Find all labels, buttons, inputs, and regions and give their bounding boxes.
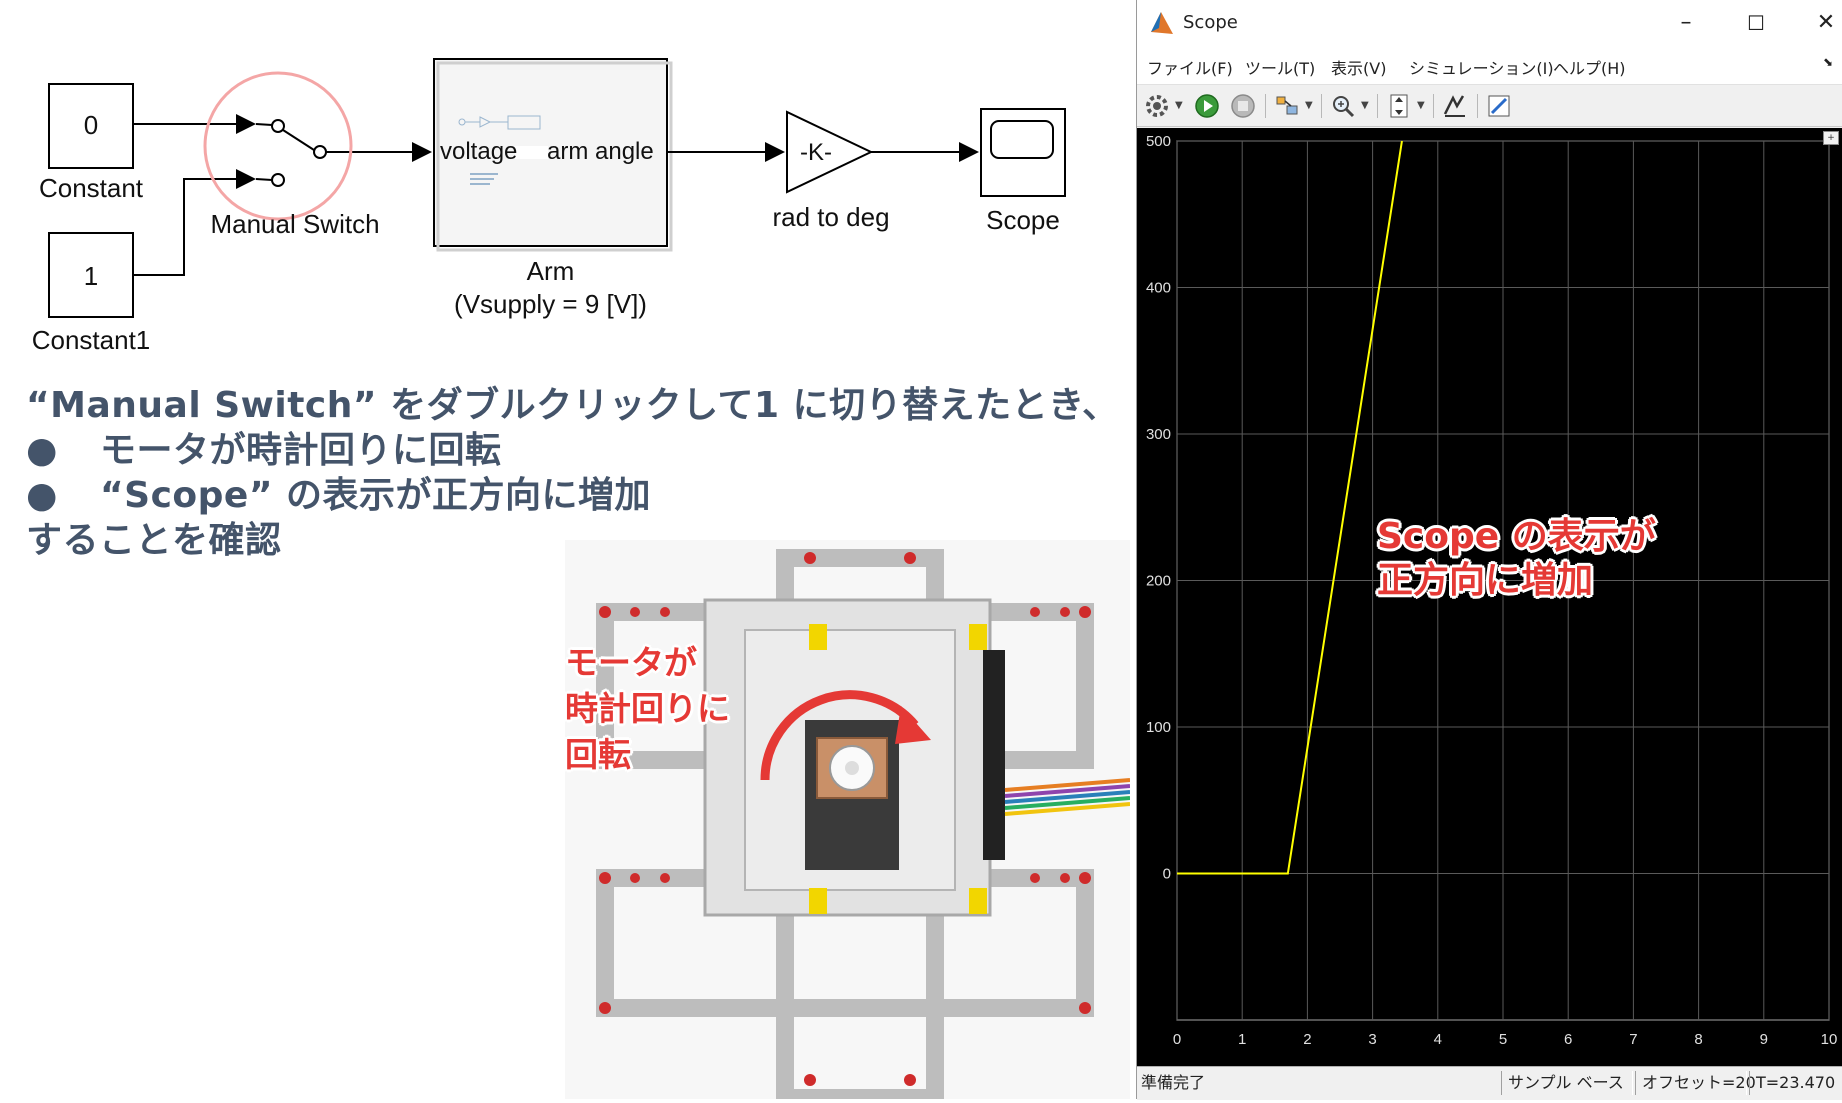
arm-sublabel: (Vsupply = 9 [V]) xyxy=(454,289,647,319)
arm-out-port: arm angle xyxy=(547,138,654,165)
expand-axes-button[interactable]: + xyxy=(1823,131,1839,145)
arm-subsystem-block[interactable] xyxy=(433,58,668,247)
instruction-bullet-1: ● モータが時計回りに回転 xyxy=(26,421,502,473)
zoom-icon[interactable] xyxy=(1329,92,1357,120)
instruction-bullet-2: ● “Scope” の表示が正方向に増加 xyxy=(26,466,651,518)
constant-label: Constant xyxy=(38,173,144,203)
x-tick-label: 2 xyxy=(1303,1031,1311,1048)
instruction-line-1: “Manual Switch” をダブルクリックして1 に切り替えたとき、 xyxy=(26,385,1119,426)
bullet-text: “Scope” の表示が正方向に増加 xyxy=(100,475,652,516)
switch-highlight-circle xyxy=(203,71,353,221)
gain-block[interactable] xyxy=(786,110,874,194)
menu-bar: ファイル(F) ツール(T) 表示(V) シミュレーション(I) ヘルプ(H) … xyxy=(1137,46,1842,85)
highlight-icon[interactable] xyxy=(1441,92,1469,120)
toolbar: ▼ ▼ ▼ ▼ xyxy=(1137,86,1842,127)
run-icon[interactable] xyxy=(1193,92,1221,120)
scope-annotation-line-2: 正方向に増加 xyxy=(1377,560,1594,601)
scale-icon[interactable] xyxy=(1385,92,1413,120)
diagram-canvas xyxy=(48,58,1066,318)
bullet-icon: ● xyxy=(26,430,58,471)
scope-label: Scope xyxy=(986,205,1060,235)
menu-tools[interactable]: ツール(T) xyxy=(1245,59,1316,78)
photo-caption-line-2: 時計回りに xyxy=(565,689,730,728)
status-time: T=23.470 xyxy=(1749,1071,1842,1095)
scope-annotation-line-1: Scope の表示が xyxy=(1377,516,1656,557)
y-tick-label: 100 xyxy=(1146,719,1171,736)
gain-label: rad to deg xyxy=(772,202,890,232)
status-offset: オフセット=20 xyxy=(1635,1071,1756,1095)
robot-photo-illustration xyxy=(565,540,1131,1103)
status-sample-base: サンプル ベース xyxy=(1501,1071,1633,1095)
zoom-dropdown-icon[interactable]: ▼ xyxy=(1361,100,1369,111)
scope-window: Scope – ☐ ✕ ファイル(F) ツール(T) 表示(V) シミュレーショ… xyxy=(1136,0,1842,1100)
robot-photo: モータが 時計回りに 回転 xyxy=(565,540,1131,1103)
signal-icon[interactable] xyxy=(1273,92,1301,120)
scope-icon xyxy=(990,120,1054,159)
status-bar: 準備完了 サンプル ベース オフセット=20 T=23.470 xyxy=(1137,1066,1842,1100)
menu-help[interactable]: ヘルプ(H) xyxy=(1553,59,1626,78)
x-tick-label: 4 xyxy=(1434,1031,1442,1048)
constant1-value: 1 xyxy=(83,261,99,291)
x-tick-label: 0 xyxy=(1173,1031,1181,1048)
scale-dropdown-icon[interactable]: ▼ xyxy=(1417,100,1425,111)
photo-caption-line-1: モータが xyxy=(565,643,697,682)
gear-icon[interactable] xyxy=(1143,92,1171,120)
x-tick-label: 5 xyxy=(1499,1031,1507,1048)
x-tick-label: 8 xyxy=(1694,1031,1702,1048)
minimize-button[interactable]: – xyxy=(1680,10,1692,35)
bullet-icon: ● xyxy=(26,475,58,516)
x-tick-label: 6 xyxy=(1564,1031,1572,1048)
photo-caption-line-3: 回転 xyxy=(565,735,631,774)
matlab-logo-icon xyxy=(1151,12,1173,34)
clockwise-arrow-icon xyxy=(760,690,919,781)
window-title: Scope xyxy=(1183,12,1238,33)
stop-icon[interactable] xyxy=(1229,92,1257,120)
gear-dropdown-icon[interactable]: ▼ xyxy=(1175,100,1183,111)
x-tick-label: 7 xyxy=(1629,1031,1637,1048)
constant1-block[interactable] xyxy=(48,232,134,318)
menu-simulation[interactable]: シミュレーション(I) xyxy=(1409,59,1554,78)
instruction-line-4: することを確認 xyxy=(26,520,282,561)
menu-file[interactable]: ファイル(F) xyxy=(1147,59,1233,78)
menu-view[interactable]: 表示(V) xyxy=(1331,59,1387,78)
x-tick-label: 1 xyxy=(1238,1031,1246,1048)
constant-block[interactable] xyxy=(48,83,134,169)
edit-icon[interactable] xyxy=(1485,92,1513,120)
y-tick-label: 500 xyxy=(1146,133,1171,150)
simulink-diagram: 0 Constant 1 Constant1 Manual Switch vol… xyxy=(0,0,1120,370)
arm-label: Arm xyxy=(526,256,575,286)
close-button[interactable]: ✕ xyxy=(1816,10,1836,35)
x-tick-label: 9 xyxy=(1760,1031,1768,1048)
manual-switch-label: Manual Switch xyxy=(210,209,380,239)
y-tick-label: 400 xyxy=(1146,280,1171,297)
series-line xyxy=(1177,140,1403,875)
gain-value: -K- xyxy=(800,139,832,166)
maximize-button[interactable]: ☐ xyxy=(1747,11,1765,35)
y-tick-label: 300 xyxy=(1146,426,1171,443)
undock-icon[interactable]: ⬊ xyxy=(1823,55,1834,69)
constant1-label: Constant1 xyxy=(31,325,151,355)
arm-in-port: voltage xyxy=(440,138,518,165)
y-tick-label: 0 xyxy=(1163,866,1171,883)
x-tick-label: 3 xyxy=(1368,1031,1376,1048)
x-tick-label: 10 xyxy=(1821,1031,1838,1048)
bullet-text: モータが時計回りに回転 xyxy=(100,430,502,471)
status-ready: 準備完了 xyxy=(1141,1073,1206,1092)
signal-dropdown-icon[interactable]: ▼ xyxy=(1305,100,1313,111)
y-tick-label: 200 xyxy=(1146,573,1171,590)
constant-value: 0 xyxy=(83,110,99,140)
title-bar[interactable]: Scope – ☐ ✕ xyxy=(1137,0,1842,46)
